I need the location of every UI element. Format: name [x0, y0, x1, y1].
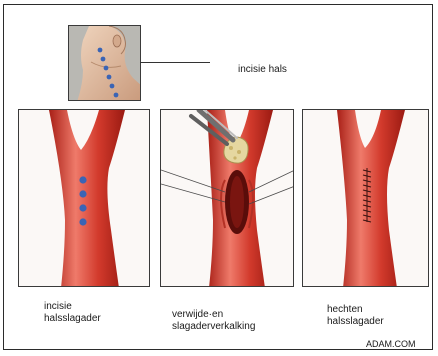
artery-illustration-3: [303, 110, 429, 287]
artery-illustration-2: [161, 110, 294, 287]
panel-remove-plaque: [160, 109, 294, 287]
panel-incision-artery: [18, 109, 150, 287]
neck-pointer-line: [140, 62, 210, 63]
artery-illustration-1: [19, 110, 150, 287]
neck-inset: [68, 25, 141, 101]
panel-suture-artery: [302, 109, 429, 287]
neck-illustration: [69, 26, 141, 101]
panel1-caption: incisie halsslagader: [44, 301, 101, 325]
panel3-caption: hechten halsslagader: [327, 304, 384, 328]
panel2-caption: verwijde·en slagaderverkalking: [172, 309, 255, 333]
credit-label: ADAM.COM: [366, 338, 416, 350]
neck-incision-label: incisie hals: [238, 64, 287, 76]
